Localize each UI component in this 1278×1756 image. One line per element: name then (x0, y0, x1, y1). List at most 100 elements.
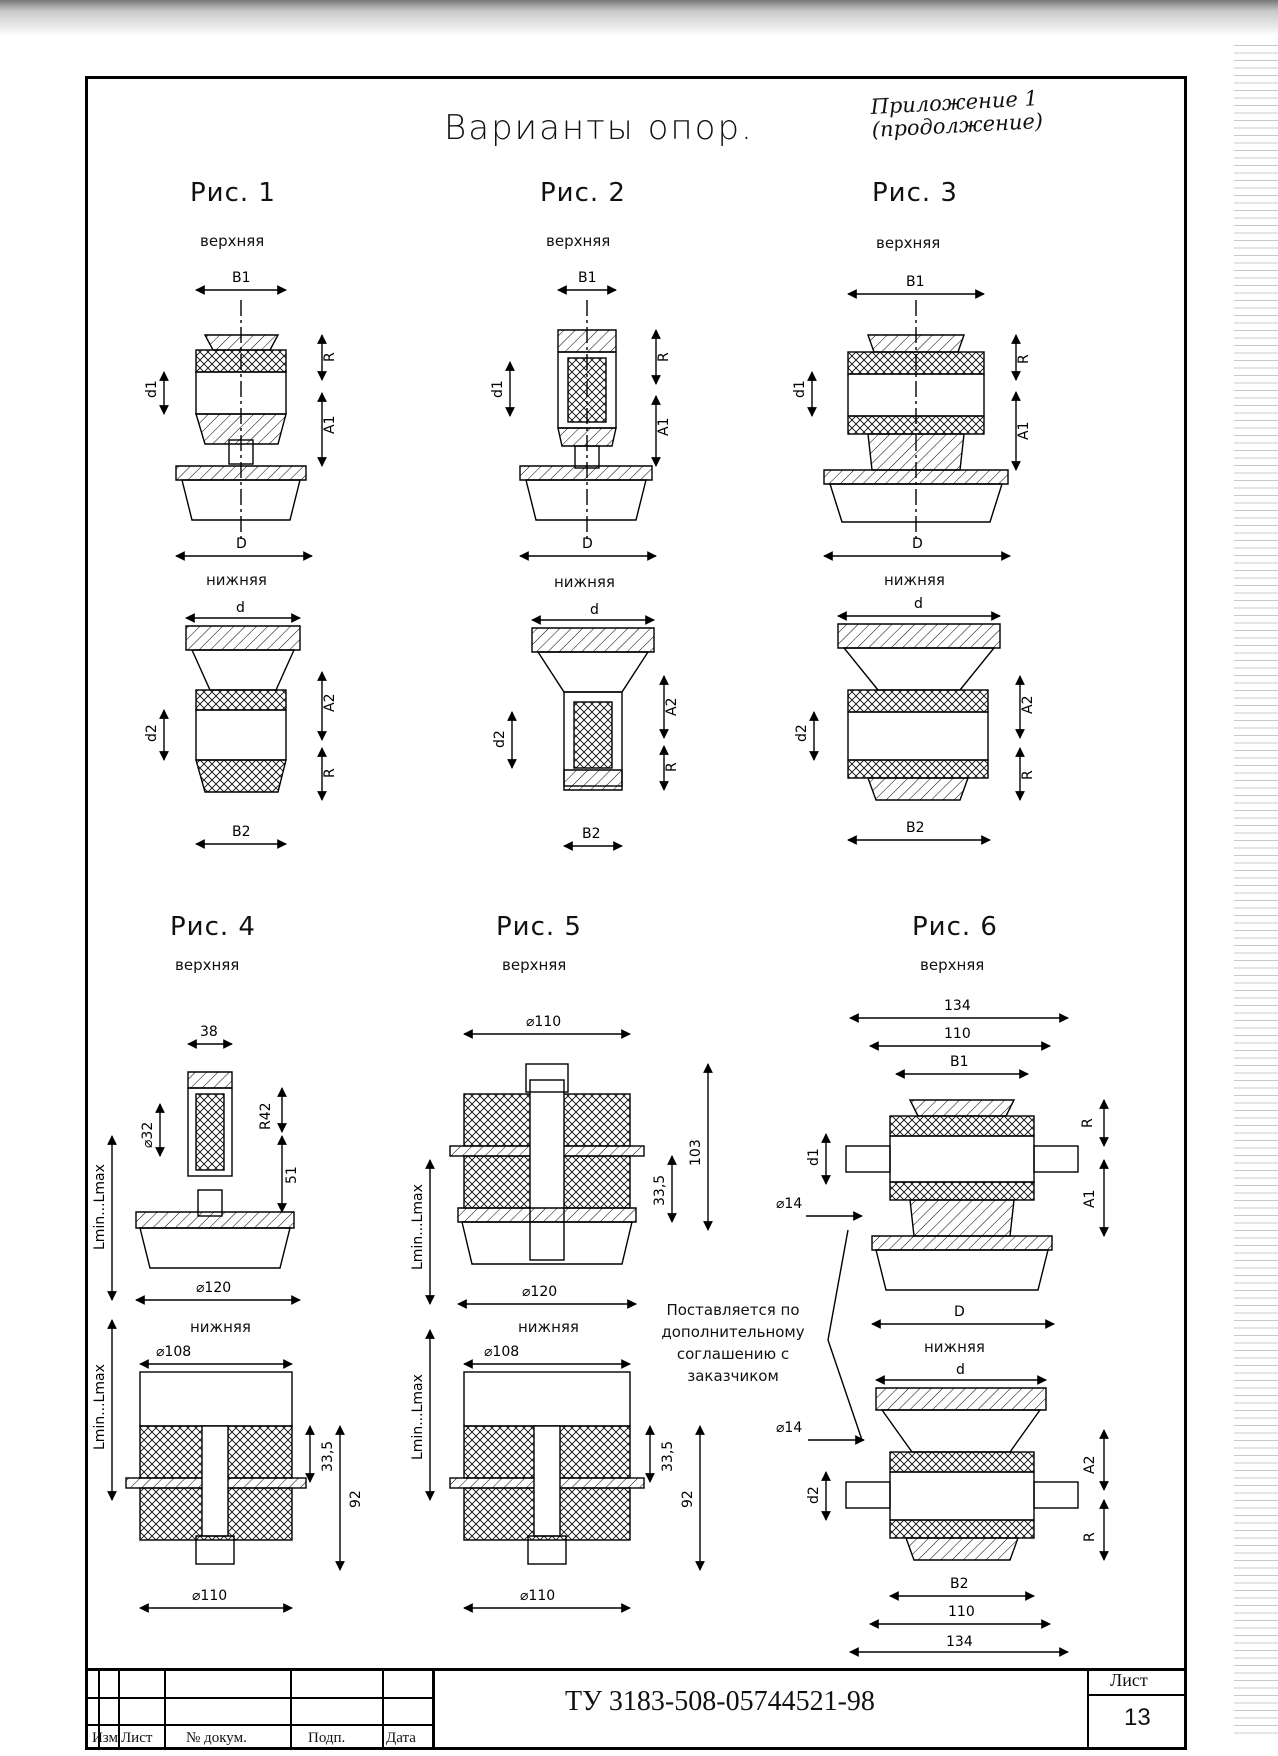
fig-2-lower-drawing (507, 615, 669, 851)
sheet-number: 13 (1124, 1704, 1151, 1731)
fig-2-label: Рис. 2 (540, 178, 626, 208)
fig-4-phi32-label: ⌀32 (140, 1122, 156, 1148)
fig-2-a2-label: A2 (664, 698, 680, 716)
fig-6-w134-label: 134 (944, 998, 971, 1014)
fig-3-b2-label: B2 (906, 820, 925, 836)
fig-3-a2-label: A2 (1020, 696, 1036, 714)
fig-2-r-label: R (656, 352, 672, 362)
fig-4-bottom-label: нижняя (190, 1318, 251, 1336)
fig-4-h335-label: 33,5 (320, 1441, 336, 1472)
scan-shadow-top (0, 0, 1278, 36)
fig-6-r2-label: R (1082, 1532, 1098, 1542)
fig-5-top-label: верхняя (502, 956, 567, 974)
fig-1-r-label: R (322, 352, 338, 362)
fig-1-d-label: d (236, 600, 245, 616)
fig-2-b2-label: B2 (582, 826, 601, 842)
fig-3-d-label: d (914, 596, 923, 612)
fig-4-phi120-label: ⌀120 (196, 1280, 231, 1296)
fig-2-bottom-label: нижняя (554, 573, 615, 591)
fig-2-D-label: D (582, 536, 593, 552)
fig-1-d1-label: d1 (144, 380, 160, 398)
fig-5-h92-label: 92 (680, 1490, 696, 1508)
fig-6-w110-label: 110 (944, 1026, 971, 1042)
fig-3-r-label: R (1016, 354, 1032, 364)
fig-5-lrange-label: Lmin...Lmax (410, 1184, 426, 1270)
fig-3-label: Рис. 3 (872, 178, 958, 208)
fig-1-upper-drawing (159, 285, 327, 561)
fig-3-D-label: D (912, 536, 923, 552)
fig-4-r42-label: R42 (258, 1102, 274, 1130)
fig-3-bottom-label: нижняя (884, 571, 945, 589)
fig-3-d1-label: d1 (792, 380, 808, 398)
fig-2-d2-label: d2 (492, 730, 508, 748)
fig-6-b2-label: B2 (950, 1576, 969, 1592)
supply-note: Поставляется по дополнительному соглашен… (661, 1301, 805, 1385)
fig-6-phi14-label: ⌀14 (776, 1196, 802, 1212)
fig-1-a2-label: A2 (322, 694, 338, 712)
note-leader-upper (827, 1229, 849, 1341)
column-change: Изм (91, 1730, 118, 1746)
fig-6-a1-label: A1 (1082, 1190, 1098, 1208)
fig-4-lower-drawing (107, 1319, 345, 1613)
fig-5-phi110-label: ⌀110 (520, 1588, 555, 1604)
fig-5-bottom-label: нижняя (518, 1318, 579, 1336)
fig-2-a1-label: A1 (656, 418, 672, 436)
fig-6-label: Рис. 6 (912, 912, 998, 942)
fig-4-label: Рис. 4 (170, 912, 256, 942)
fig-1-D-label: D (236, 536, 247, 552)
fig-4-top-label: верхняя (175, 956, 240, 974)
fig-6-a2-label: A2 (1082, 1456, 1098, 1474)
fig-2-d1-label: d1 (490, 380, 506, 398)
fig-5-label: Рис. 5 (496, 912, 582, 942)
fig-4-lrange-label: Lmin...Lmax (92, 1164, 108, 1250)
fig-2-r2-label: R (664, 762, 680, 772)
fig-1-r2-label: R (322, 768, 338, 778)
fig-1-label: Рис. 1 (190, 178, 276, 208)
sheet-label: Лист (1110, 1670, 1148, 1690)
fig-1-b1-label: B1 (232, 270, 251, 286)
fig-4-w-label: 38 (200, 1024, 218, 1040)
document-code: ТУ 3183-508-05744521-98 (565, 1686, 875, 1717)
page-title: Варианты опор. (444, 108, 754, 148)
fig-5-phi120-label: ⌀120 (522, 1284, 557, 1300)
fig-6-bottom-label: нижняя (924, 1338, 985, 1356)
fig-5-h335b-label: 33,5 (660, 1441, 676, 1472)
fig-6-w110b-label: 110 (948, 1604, 975, 1620)
column-signature: Подп. (308, 1730, 346, 1746)
fig-2-top-label: верхняя (546, 232, 611, 250)
column-sheet: Лист (121, 1730, 153, 1746)
fig-6-phi14b-label: ⌀14 (776, 1420, 802, 1436)
fig-3-a1-label: A1 (1016, 422, 1032, 440)
fig-6-upper-drawing (806, 1013, 1109, 1329)
column-document: № докум. (186, 1730, 247, 1746)
fig-3-upper-drawing (807, 289, 1021, 561)
fig-1-bottom-label: нижняя (206, 571, 267, 589)
fig-4-phi108-label: ⌀108 (156, 1344, 191, 1360)
fig-6-r-label: R (1080, 1118, 1096, 1128)
fig-1-a1-label: A1 (322, 416, 338, 434)
fig-2-b1-label: B1 (578, 270, 597, 286)
fig-6-w134b-label: 134 (946, 1634, 973, 1650)
fig-4-lrange-lower-label: Lmin...Lmax (92, 1364, 108, 1450)
fig-1-b2-label: B2 (232, 824, 251, 840)
fig-2-upper-drawing (505, 285, 661, 561)
fig-6-d2-label: d2 (806, 1486, 822, 1504)
fig-3-b1-label: B1 (906, 274, 925, 290)
fig-3-top-label: верхняя (876, 234, 941, 252)
column-date: Дата (386, 1730, 416, 1746)
note-leader-lower (827, 1339, 863, 1441)
fig-4-h92-label: 92 (348, 1490, 364, 1508)
scan-noise-right (1234, 40, 1278, 1740)
fig-5-upper-drawing (425, 1029, 713, 1309)
fig-3-r2-label: R (1020, 770, 1036, 780)
fig-2-d-label: d (590, 602, 599, 618)
fig-6-d-label: d (956, 1362, 965, 1378)
fig-5-h103-label: 103 (688, 1139, 704, 1166)
fig-6-d1-label: d1 (806, 1148, 822, 1166)
fig-5-lrange-lower-label: Lmin...Lmax (410, 1374, 426, 1460)
fig-5-phi108-label: ⌀108 (484, 1344, 519, 1360)
fig-5-phi110top-label: ⌀110 (526, 1014, 561, 1030)
fig-5-h335-label: 33,5 (652, 1175, 668, 1206)
drawing-frame (85, 76, 1187, 1750)
